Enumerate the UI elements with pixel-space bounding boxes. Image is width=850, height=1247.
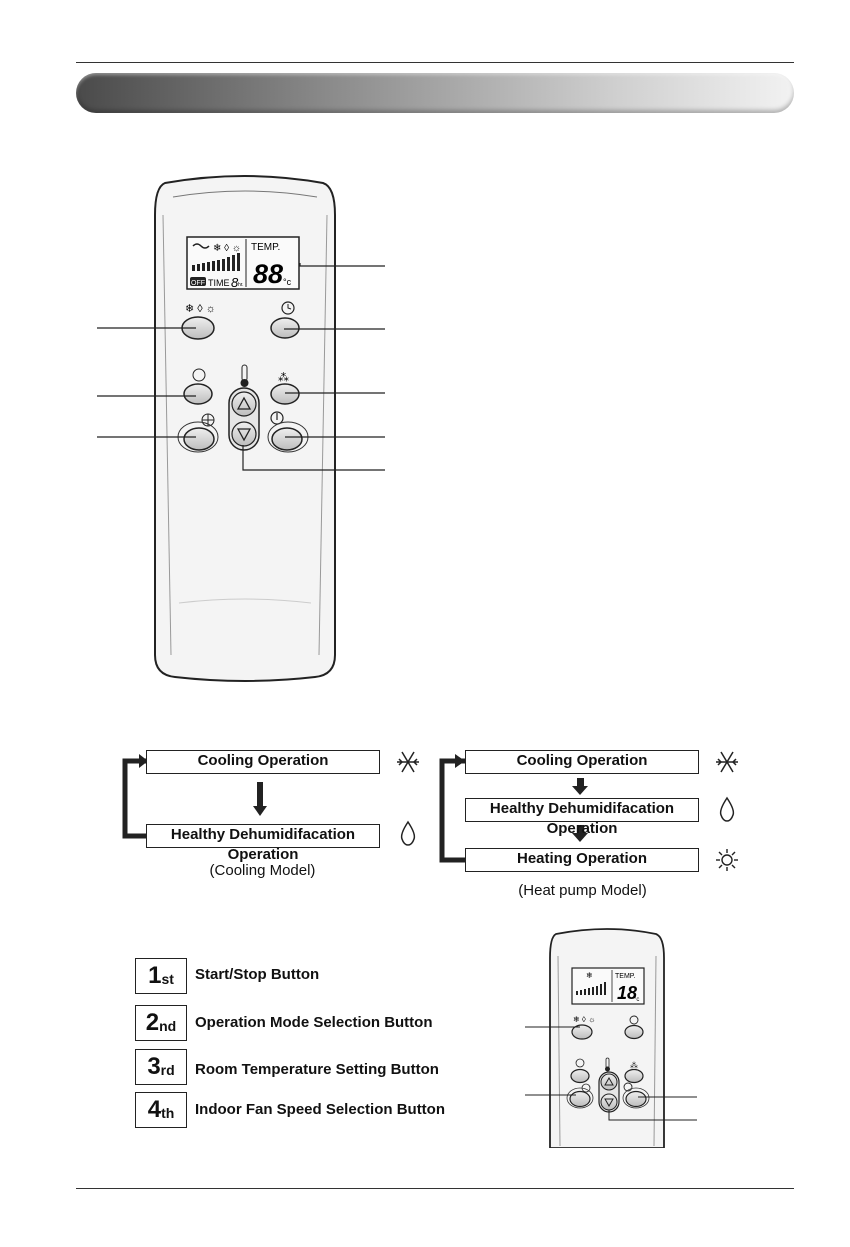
cooling-model-caption: (Cooling Model) [209,862,316,879]
mini-lcd-digits: 18 [617,983,637,1003]
jet-mode-button [270,383,300,405]
section-banner [76,73,794,113]
heat-pump-step-1: Cooling Operation [465,750,699,774]
mini-mode-button [571,1024,593,1040]
sun-icon [716,849,738,871]
fan-speed-button [183,427,215,451]
mini-fan-speed-button [569,1090,591,1108]
mini-lcd-temp-label: TEMP. [615,973,636,980]
timer-button [270,317,300,339]
lcd-degree: °c [283,277,292,287]
snowflake-icon [716,751,738,773]
cooling-model-step-2: Healthy Dehumidifacation Operation [146,824,380,863]
svg-text:❄ ◊ ☼: ❄ ◊ ☼ [185,303,216,315]
lcd-temp-label: TEMP. [251,242,280,253]
droplet-icon [400,820,416,846]
heat-pump-caption: (Heat pump Model) [518,882,647,899]
mini-swing-button [570,1068,590,1084]
mini-temp-down-button [600,1093,618,1111]
cooling-model-step-1: Cooling Operation [146,750,380,774]
heat-pump-step-2: Healthy Dehumidifacation Operation [465,798,699,837]
svg-text:❄ ◊ ☼: ❄ ◊ ☼ [573,1015,595,1024]
lcd-time-digit: 8 [231,275,239,290]
svg-text:⁂: ⁂ [630,1061,638,1070]
lcd-time-label: TIME [208,278,230,288]
temp-down-button [231,421,257,447]
mini-lcd-degree: °c [634,997,639,1003]
svg-text:❄: ❄ [586,971,593,980]
sequence-label-3: Room Temperature Setting Button [195,1061,439,1078]
sequence-label-1: Start/Stop Button [195,966,320,983]
heat-pump-step-3: Heating Operation [465,848,699,872]
bottom-rule [76,1188,794,1189]
svg-text:⁂: ⁂ [278,372,289,384]
remote-control-illustration: ❄ ◊ ☼ OFF TIME 8 hr. TEMP. 88 °c ❄ ◊ ☼ ⁂ [154,175,336,682]
sequence-label-2: Operation Mode Selection Button [195,1014,433,1031]
svg-text:❄ ◊ ☼: ❄ ◊ ☼ [213,243,241,254]
lcd-hr-label: hr. [238,282,244,288]
flow-connectors [122,751,738,871]
air-swing-button [183,383,213,405]
lcd-off-badge: OFF [191,280,205,287]
droplet-icon [719,796,735,822]
mini-remote-illustration: ❄ TEMP. 18 °c ❄ ◊ ☼ ⁂ [525,928,697,1148]
snowflake-icon [397,751,419,773]
mini-timer-button [624,1024,644,1040]
lcd-temp-digits: 88 [253,259,283,289]
mini-start-stop-button [625,1090,647,1108]
mini-jet-button [624,1068,644,1084]
mini-temp-up-button [600,1073,618,1091]
callout-lines [97,263,385,471]
temp-up-button [231,391,257,417]
sequence-label-4: Indoor Fan Speed Selection Button [195,1101,446,1118]
start-stop-button [271,427,303,451]
top-rule [76,62,794,63]
